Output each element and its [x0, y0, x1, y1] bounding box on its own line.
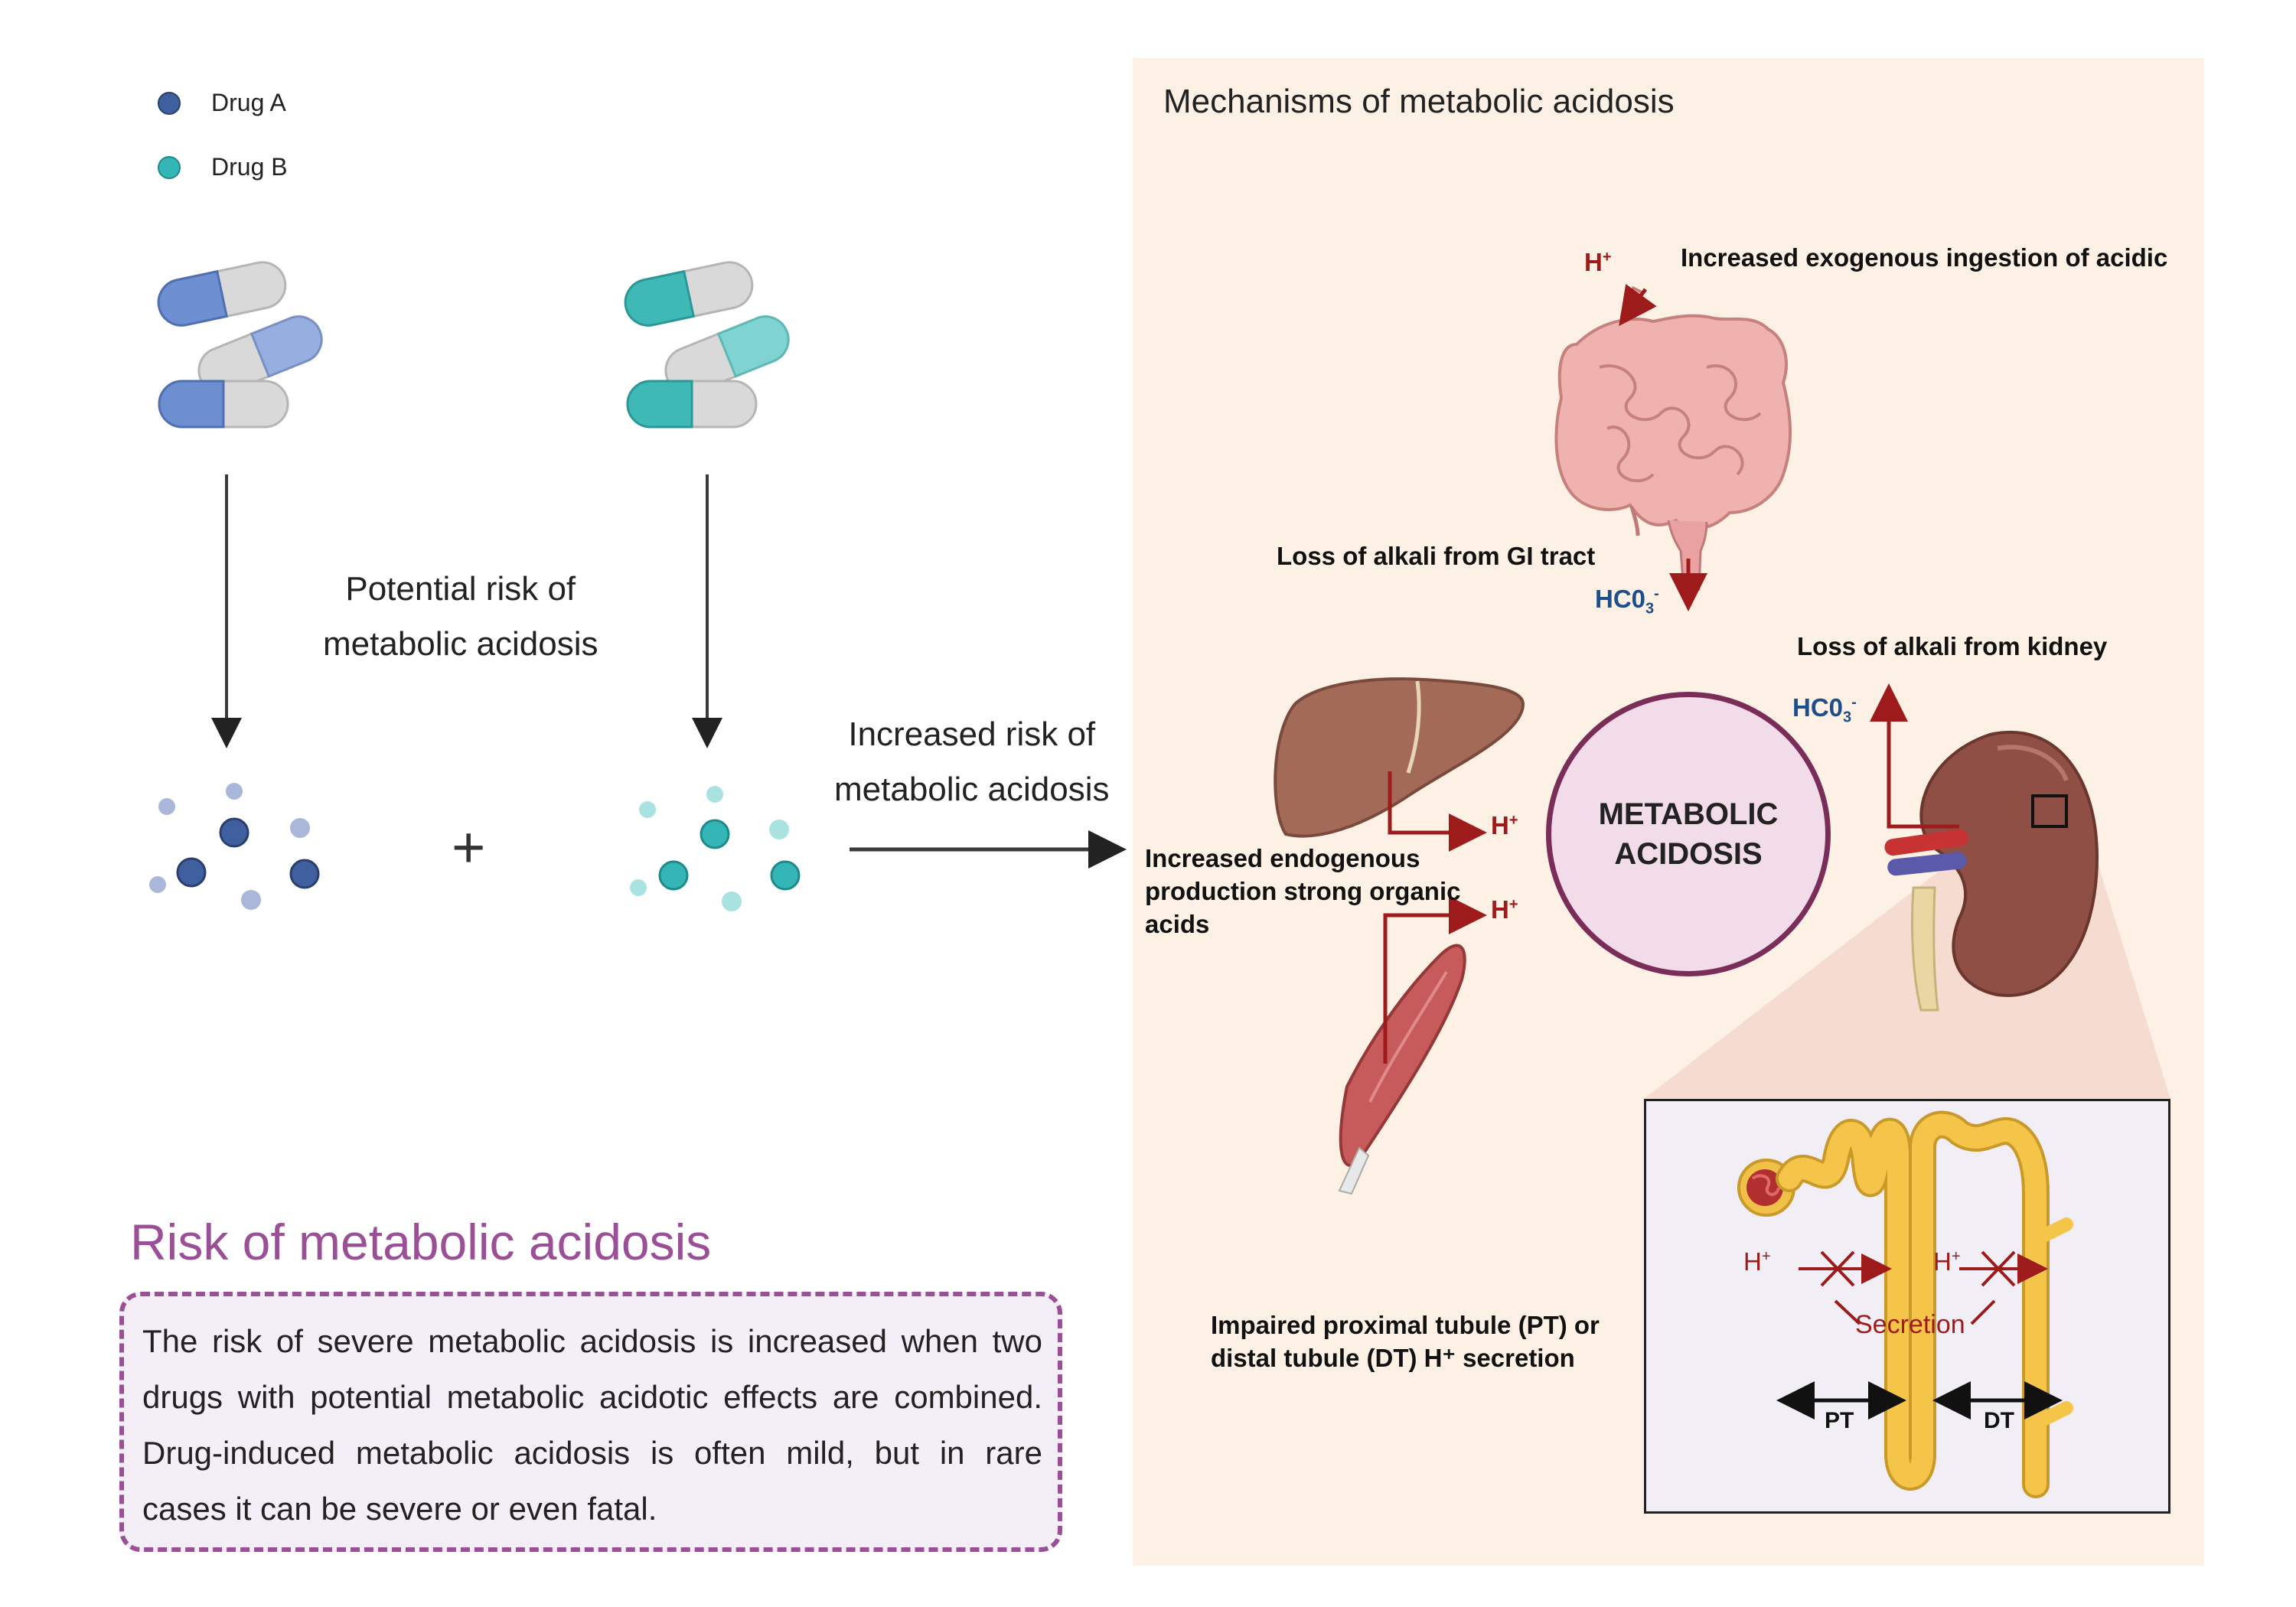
drug-b-particles — [630, 786, 801, 911]
drug-a-capsules-icon — [157, 261, 323, 429]
h-ingestion-arrow — [1619, 283, 1657, 327]
secretion-bracket — [1834, 1299, 1996, 1325]
kidney-icon — [1884, 730, 2099, 1012]
metabolic-acidosis-label: METABOLIC ACIDOSIS — [1598, 797, 1779, 871]
pt-blocked-x-icon — [1820, 1250, 1855, 1287]
plus-symbol: + — [452, 815, 486, 880]
pt-label: PT — [1825, 1408, 1854, 1433]
h-ion-dt: H+ — [1933, 1247, 1961, 1276]
increased-risk-label: Increased risk of metabolic acidosis — [834, 715, 1110, 808]
drug-b-legend-dot — [158, 156, 181, 179]
muscle-icon — [1338, 944, 1466, 1195]
secretion-label: Secretion — [1855, 1310, 1965, 1339]
hco3-kidney-arrow — [1870, 683, 1959, 829]
potential-risk-label: Potential risk of metabolic acidosis — [323, 570, 598, 663]
legend-label-drug-a: Drug A — [211, 89, 286, 116]
hco3-gi: HC03- — [1595, 585, 1659, 618]
liver-icon — [1274, 677, 1525, 838]
muscle-h-arrow — [1383, 896, 1487, 1064]
kidney-loss-label: Loss of alkali from kidney — [1797, 632, 2108, 660]
tubule-secretion-label: Impaired proximal tubule (PT) or distal … — [1211, 1311, 1600, 1372]
risk-title: Risk of metabolic acidosis — [130, 1214, 712, 1270]
drug-flow-graphic — [149, 261, 1127, 911]
risk-description: The risk of severe metabolic acidosis is… — [142, 1323, 1042, 1527]
h-ion-muscle: H+ — [1491, 895, 1518, 924]
drug-b-capsules-icon — [624, 261, 790, 429]
risk-description-box: The risk of severe metabolic acidosis is… — [119, 1292, 1062, 1552]
dt-label: DT — [1984, 1408, 2014, 1433]
liver-h-arrow — [1388, 771, 1487, 852]
kidney-zoom-box — [2031, 794, 2068, 828]
h-ion-pt: H+ — [1743, 1247, 1771, 1276]
h-ion-ingestion: H+ — [1584, 248, 1612, 276]
nephron-tubule-icon — [1776, 1110, 2073, 1498]
h-ion-liver: H+ — [1491, 811, 1518, 839]
drug-a-particles — [149, 783, 320, 910]
hco3-kidney: HC03- — [1792, 693, 1857, 726]
exogenous-ingestion-label: Increased exogenous ingestion of acidic — [1681, 243, 2168, 272]
mechanisms-title: Mechanisms of metabolic acidosis — [1163, 83, 1675, 120]
legend-label-drug-b: Drug B — [211, 153, 288, 181]
endogenous-production-label: Increased endogenous production strong o… — [1145, 844, 1461, 938]
gi-loss-label: Loss of alkali from GI tract — [1277, 542, 1596, 570]
metabolic-acidosis-circle: METABOLIC ACIDOSIS — [1546, 692, 1831, 976]
dt-blocked-x-icon — [1981, 1250, 2016, 1287]
drug-a-legend-dot — [158, 92, 181, 115]
